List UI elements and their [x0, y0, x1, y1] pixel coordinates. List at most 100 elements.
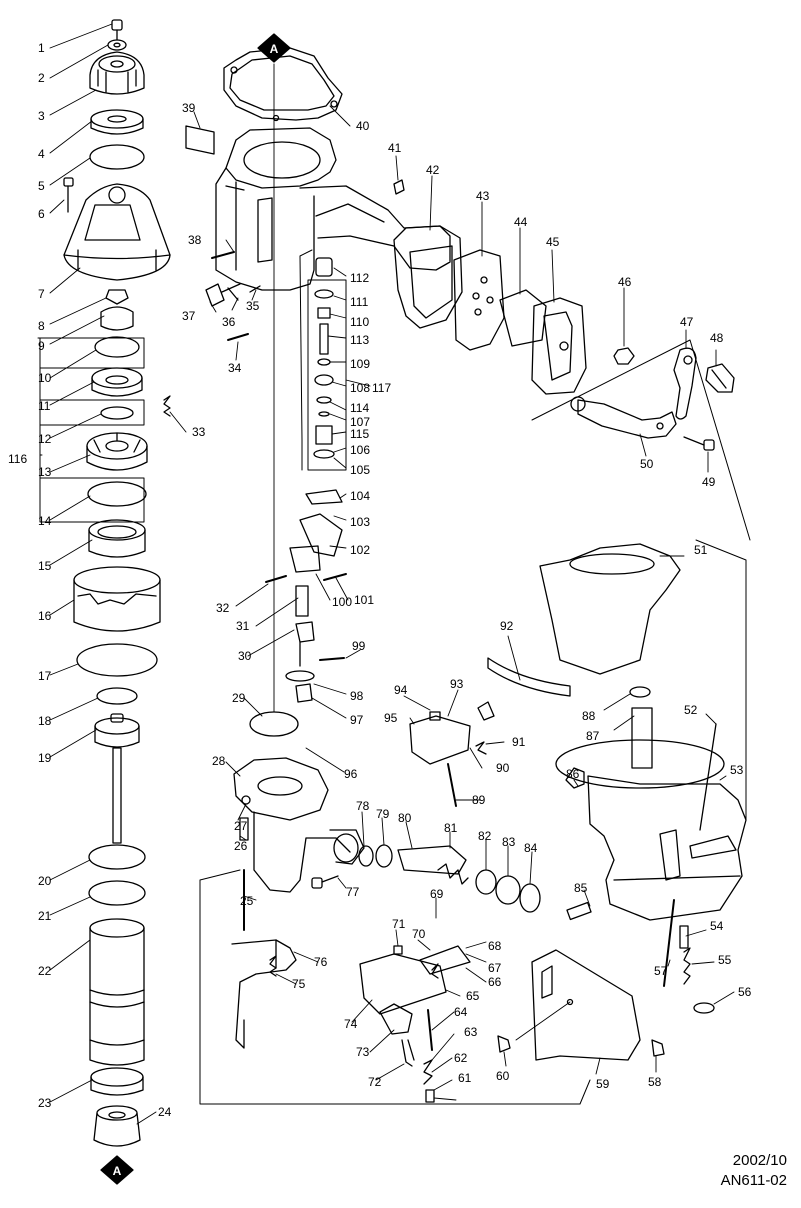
- label-8: 8: [38, 319, 45, 333]
- label-43: 43: [476, 189, 490, 203]
- label-117: 117: [372, 381, 391, 395]
- label-90: 90: [496, 761, 510, 775]
- label-50: 50: [640, 457, 654, 471]
- label-85: 85: [574, 881, 588, 895]
- label-61: 61: [458, 1071, 472, 1085]
- label-2: 2: [38, 71, 45, 85]
- label-40: 40: [356, 119, 370, 133]
- label-69: 69: [430, 887, 444, 901]
- footer-model-code: AN611-02: [720, 1172, 787, 1189]
- label-27: 27: [234, 819, 248, 833]
- label-93: 93: [450, 677, 464, 691]
- label-42: 42: [426, 163, 440, 177]
- footer-date: 2002/10: [732, 1152, 787, 1169]
- label-111: 111: [350, 295, 369, 309]
- label-35: 35: [246, 299, 260, 313]
- label-52: 52: [684, 703, 698, 717]
- label-77: 77: [346, 885, 360, 899]
- label-99: 99: [352, 639, 366, 653]
- part-number-labels: 1 2 3 4 5 6 7 8 9 10 11 12 13 14 15 16 1…: [8, 41, 752, 1178]
- label-86: 86: [566, 767, 580, 781]
- trigger-assembly: [359, 945, 471, 1103]
- label-94: 94: [394, 683, 408, 697]
- magazine-assembly: [487, 339, 751, 1061]
- label-78: 78: [356, 799, 370, 813]
- label-80: 80: [398, 811, 412, 825]
- switch-assembly: [409, 701, 495, 807]
- reference-markers: [100, 33, 291, 1185]
- label-28: 28: [212, 754, 226, 768]
- label-16: 16: [38, 609, 52, 623]
- label-81: 81: [444, 821, 458, 835]
- label-17: 17: [38, 669, 52, 683]
- label-95: 95: [384, 711, 398, 725]
- label-1: 1: [38, 41, 45, 55]
- label-15: 15: [38, 559, 52, 573]
- label-67: 67: [488, 961, 502, 975]
- label-56: 56: [738, 985, 752, 999]
- label-53: 53: [730, 763, 744, 777]
- label-12: 12: [38, 432, 52, 446]
- label-13: 13: [38, 465, 52, 479]
- label-92: 92: [500, 619, 514, 633]
- label-41: 41: [388, 141, 402, 155]
- label-9: 9: [38, 339, 45, 353]
- label-112: 112: [350, 271, 369, 285]
- label-54: 54: [710, 919, 724, 933]
- label-72: 72: [368, 1075, 382, 1089]
- label-82: 82: [478, 829, 492, 843]
- label-114: 114: [350, 401, 369, 415]
- lower-body-and-trigger: [199, 711, 591, 1105]
- label-110: 110: [350, 315, 369, 329]
- label-116: 116: [8, 452, 27, 466]
- label-58: 58: [648, 1075, 662, 1089]
- label-32: 32: [216, 601, 230, 615]
- label-107: 107: [350, 415, 370, 429]
- label-25: 25: [240, 894, 254, 908]
- label-36: 36: [222, 315, 236, 329]
- label-64: 64: [454, 1005, 468, 1019]
- label-89: 89: [472, 793, 486, 807]
- label-113: 113: [350, 333, 369, 347]
- label-21: 21: [38, 909, 52, 923]
- label-102: 102: [350, 543, 370, 557]
- label-84: 84: [524, 841, 538, 855]
- label-7: 7: [38, 287, 45, 301]
- valve-group: [265, 249, 347, 703]
- label-115: 115: [350, 427, 369, 441]
- marker-label-top: A: [270, 42, 279, 56]
- label-66: 66: [488, 975, 502, 989]
- label-62: 62: [454, 1051, 468, 1065]
- label-106: 106: [350, 443, 370, 457]
- main-body-housing: [163, 47, 735, 451]
- label-20: 20: [38, 874, 52, 888]
- label-70: 70: [412, 927, 426, 941]
- label-19: 19: [38, 751, 52, 765]
- label-104: 104: [350, 489, 370, 503]
- label-65: 65: [466, 989, 480, 1003]
- label-51: 51: [694, 543, 708, 557]
- label-14: 14: [38, 514, 52, 528]
- label-105: 105: [350, 463, 370, 477]
- label-48: 48: [710, 331, 724, 345]
- label-44: 44: [514, 215, 528, 229]
- label-30: 30: [238, 649, 252, 663]
- label-73: 73: [356, 1045, 370, 1059]
- label-4: 4: [38, 147, 45, 161]
- label-6: 6: [38, 207, 45, 221]
- label-109: 109: [350, 357, 370, 371]
- label-38: 38: [188, 233, 202, 247]
- label-18: 18: [38, 714, 52, 728]
- label-3: 3: [38, 109, 45, 123]
- leader-lines: [39, 23, 735, 1125]
- label-87: 87: [586, 729, 600, 743]
- label-96: 96: [344, 767, 358, 781]
- label-47: 47: [680, 315, 694, 329]
- label-97: 97: [350, 713, 364, 727]
- label-71: 71: [392, 917, 406, 931]
- label-39: 39: [182, 101, 196, 115]
- label-98: 98: [350, 689, 364, 703]
- label-76: 76: [314, 955, 328, 969]
- label-45: 45: [546, 235, 560, 249]
